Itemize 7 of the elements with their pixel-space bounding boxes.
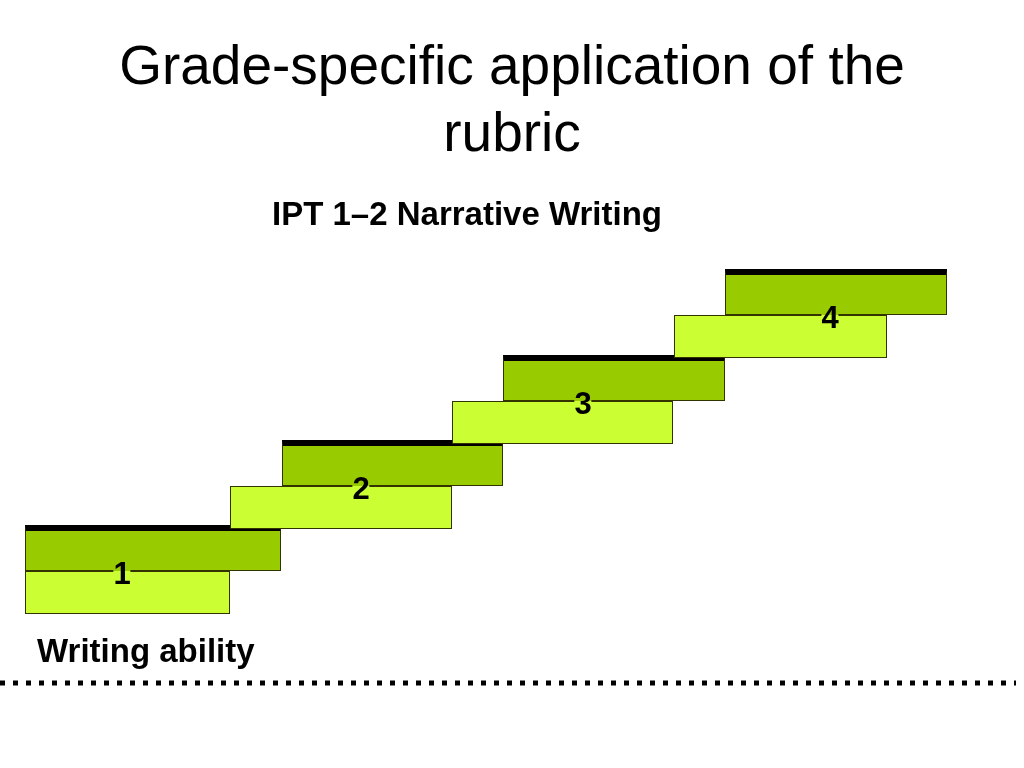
- step-number: 1: [113, 559, 131, 589]
- step-number: 4: [821, 303, 839, 333]
- step-number: 3: [574, 389, 592, 419]
- chart-subtitle: IPT 1–2 Narrative Writing: [272, 197, 662, 231]
- step-number: 2: [352, 474, 370, 504]
- slide-title: Grade-specific application of the rubric: [118, 33, 906, 165]
- axis-label: Writing ability: [37, 634, 255, 668]
